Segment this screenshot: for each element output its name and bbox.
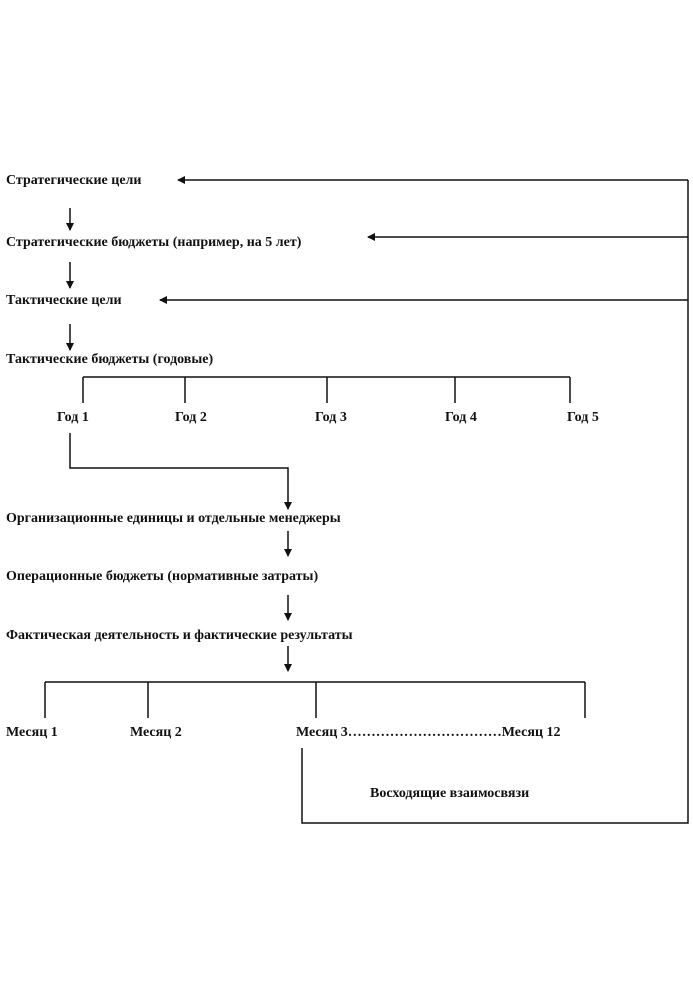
month-label: Месяц 2: [130, 725, 182, 740]
year-label: Год 3: [315, 410, 347, 425]
tactical-goals-label: Тактические цели: [6, 293, 122, 308]
year-label: Год 5: [567, 410, 599, 425]
year-label: Год 1: [57, 410, 89, 425]
month-label: Месяц 1: [6, 725, 58, 740]
year-label: Год 2: [175, 410, 207, 425]
org-units-label: Организационные единицы и отдельные мене…: [6, 511, 341, 526]
tactical-budgets-label: Тактические бюджеты (годовые): [6, 352, 214, 367]
strategic-goals-label: Стратегические цели: [6, 173, 142, 188]
actual-results-label: Фактическая деятельность и фактические р…: [6, 628, 353, 643]
arrow-year1-to-org-units: [69, 433, 292, 510]
year-label: Год 4: [445, 410, 477, 425]
feedback-label: Восходящие взаимосвязи: [370, 786, 530, 801]
feedback-loop-line: [301, 180, 689, 824]
month-range-label: Месяц 3……………………………Месяц 12: [296, 725, 561, 740]
operational-budgets-label: Операционные бюджеты (нормативные затрат…: [6, 569, 319, 584]
strategic-budgets-label: Стратегические бюджеты (например, на 5 л…: [6, 235, 302, 250]
